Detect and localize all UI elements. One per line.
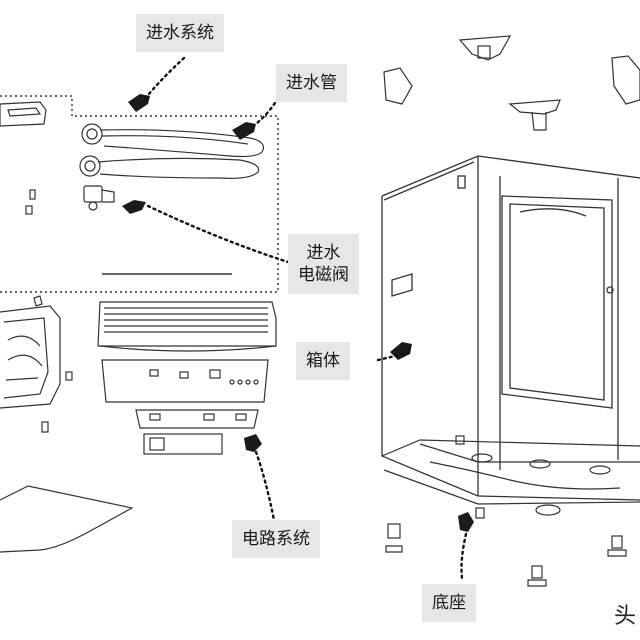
top-panel-part — [0, 101, 47, 127]
label-water-inlet-system: 进水系统 — [136, 14, 224, 52]
floor-pan — [0, 485, 134, 553]
label-inlet-valve-line1: 进水 — [306, 243, 341, 263]
top-brackets — [383, 35, 640, 131]
label-base: 底座 — [422, 584, 476, 622]
pointer-hands — [122, 94, 474, 532]
control-panel-top — [97, 301, 277, 352]
inlet-system-boundary — [0, 95, 279, 293]
circuit-board — [135, 409, 259, 429]
cabinet-base — [381, 435, 640, 516]
drum-assembly — [0, 295, 73, 433]
label-cabinet: 箱体 — [296, 342, 350, 380]
inlet-pipe-upper — [81, 123, 265, 158]
cabinet-body — [381, 155, 640, 501]
label-inlet-valve-line2: 电磁阀 — [298, 265, 349, 285]
control-panel-board — [101, 359, 269, 403]
power-module — [143, 433, 223, 455]
small-screws — [25, 189, 36, 215]
label-inlet-solenoid-valve: 进水 电磁阀 — [288, 234, 359, 294]
leader-lines — [142, 56, 468, 580]
inlet-solenoid-valve — [83, 185, 115, 211]
label-circuit-system: 电路系统 — [232, 520, 320, 558]
adjustable-feet — [385, 507, 627, 587]
inlet-pipe-lower — [79, 155, 260, 179]
watermark: 头 — [613, 604, 636, 629]
label-water-inlet-pipe: 进水管 — [276, 64, 347, 102]
